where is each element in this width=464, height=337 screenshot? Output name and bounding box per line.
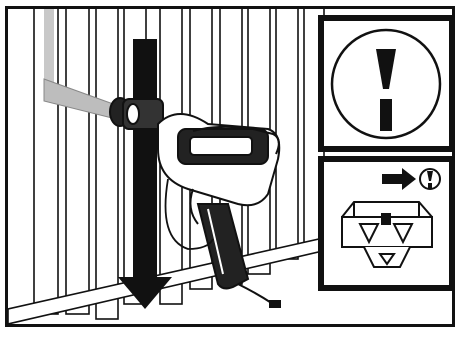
fence-picket-2 bbox=[66, 9, 89, 314]
nozzle-knob-diagram bbox=[324, 162, 449, 285]
nozzle-knob bbox=[342, 202, 432, 267]
fence-picket-3 bbox=[96, 9, 118, 319]
right-arrow-icon bbox=[382, 168, 416, 190]
illustration-frame bbox=[5, 6, 455, 327]
inset-nozzle-knob bbox=[318, 156, 455, 291]
vertical-pattern-small-icon bbox=[420, 169, 440, 189]
vertical-pattern-icon bbox=[324, 21, 449, 146]
inset-spray-pattern bbox=[318, 15, 455, 152]
fence-picket-9 bbox=[276, 9, 298, 259]
